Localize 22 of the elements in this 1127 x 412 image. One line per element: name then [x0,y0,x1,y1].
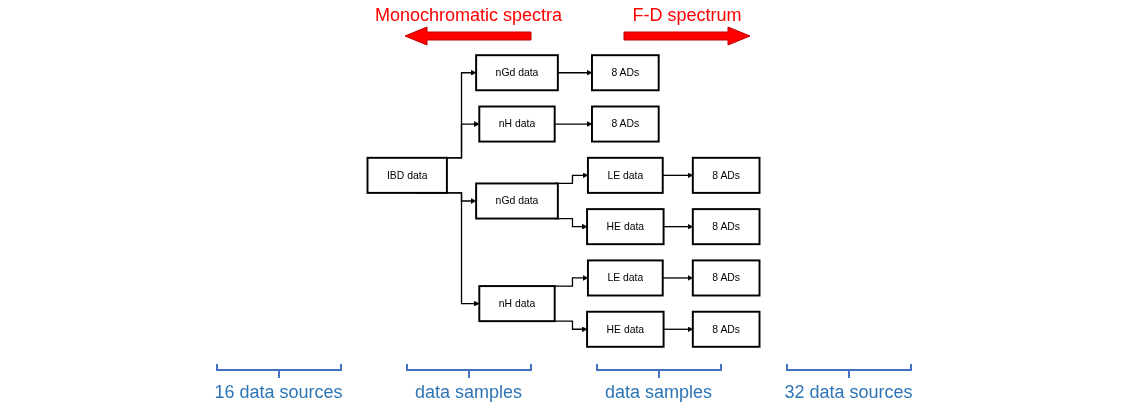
node-box: nGd data [475,182,559,220]
node-box: nH data [478,105,556,143]
node-box: 8 ADs [691,156,761,194]
group-label: 32 data sources [784,381,913,403]
node-box: IBD data [366,156,448,194]
node-box: LE data [586,156,664,194]
spectrum-label: F-D spectrum [632,4,742,26]
node-box: 8 ADs [591,54,660,92]
arrow [554,320,588,333]
node-box: nGd data [475,54,559,92]
group-label: 16 data sources [214,381,343,403]
node-box: 8 ADs [691,208,761,246]
group-label: data samples [414,381,523,403]
node-box: LE data [586,259,664,297]
node-box: HE data [586,310,665,348]
spectrum-label: Monochromatic spectra [374,4,563,26]
node-box: nH data [478,285,556,323]
node-box: HE data [586,208,665,246]
node-box: 8 ADs [691,310,761,348]
node-box: 8 ADs [691,259,761,297]
node-box: 8 ADs [591,105,660,143]
group-label: data samples [604,381,713,403]
